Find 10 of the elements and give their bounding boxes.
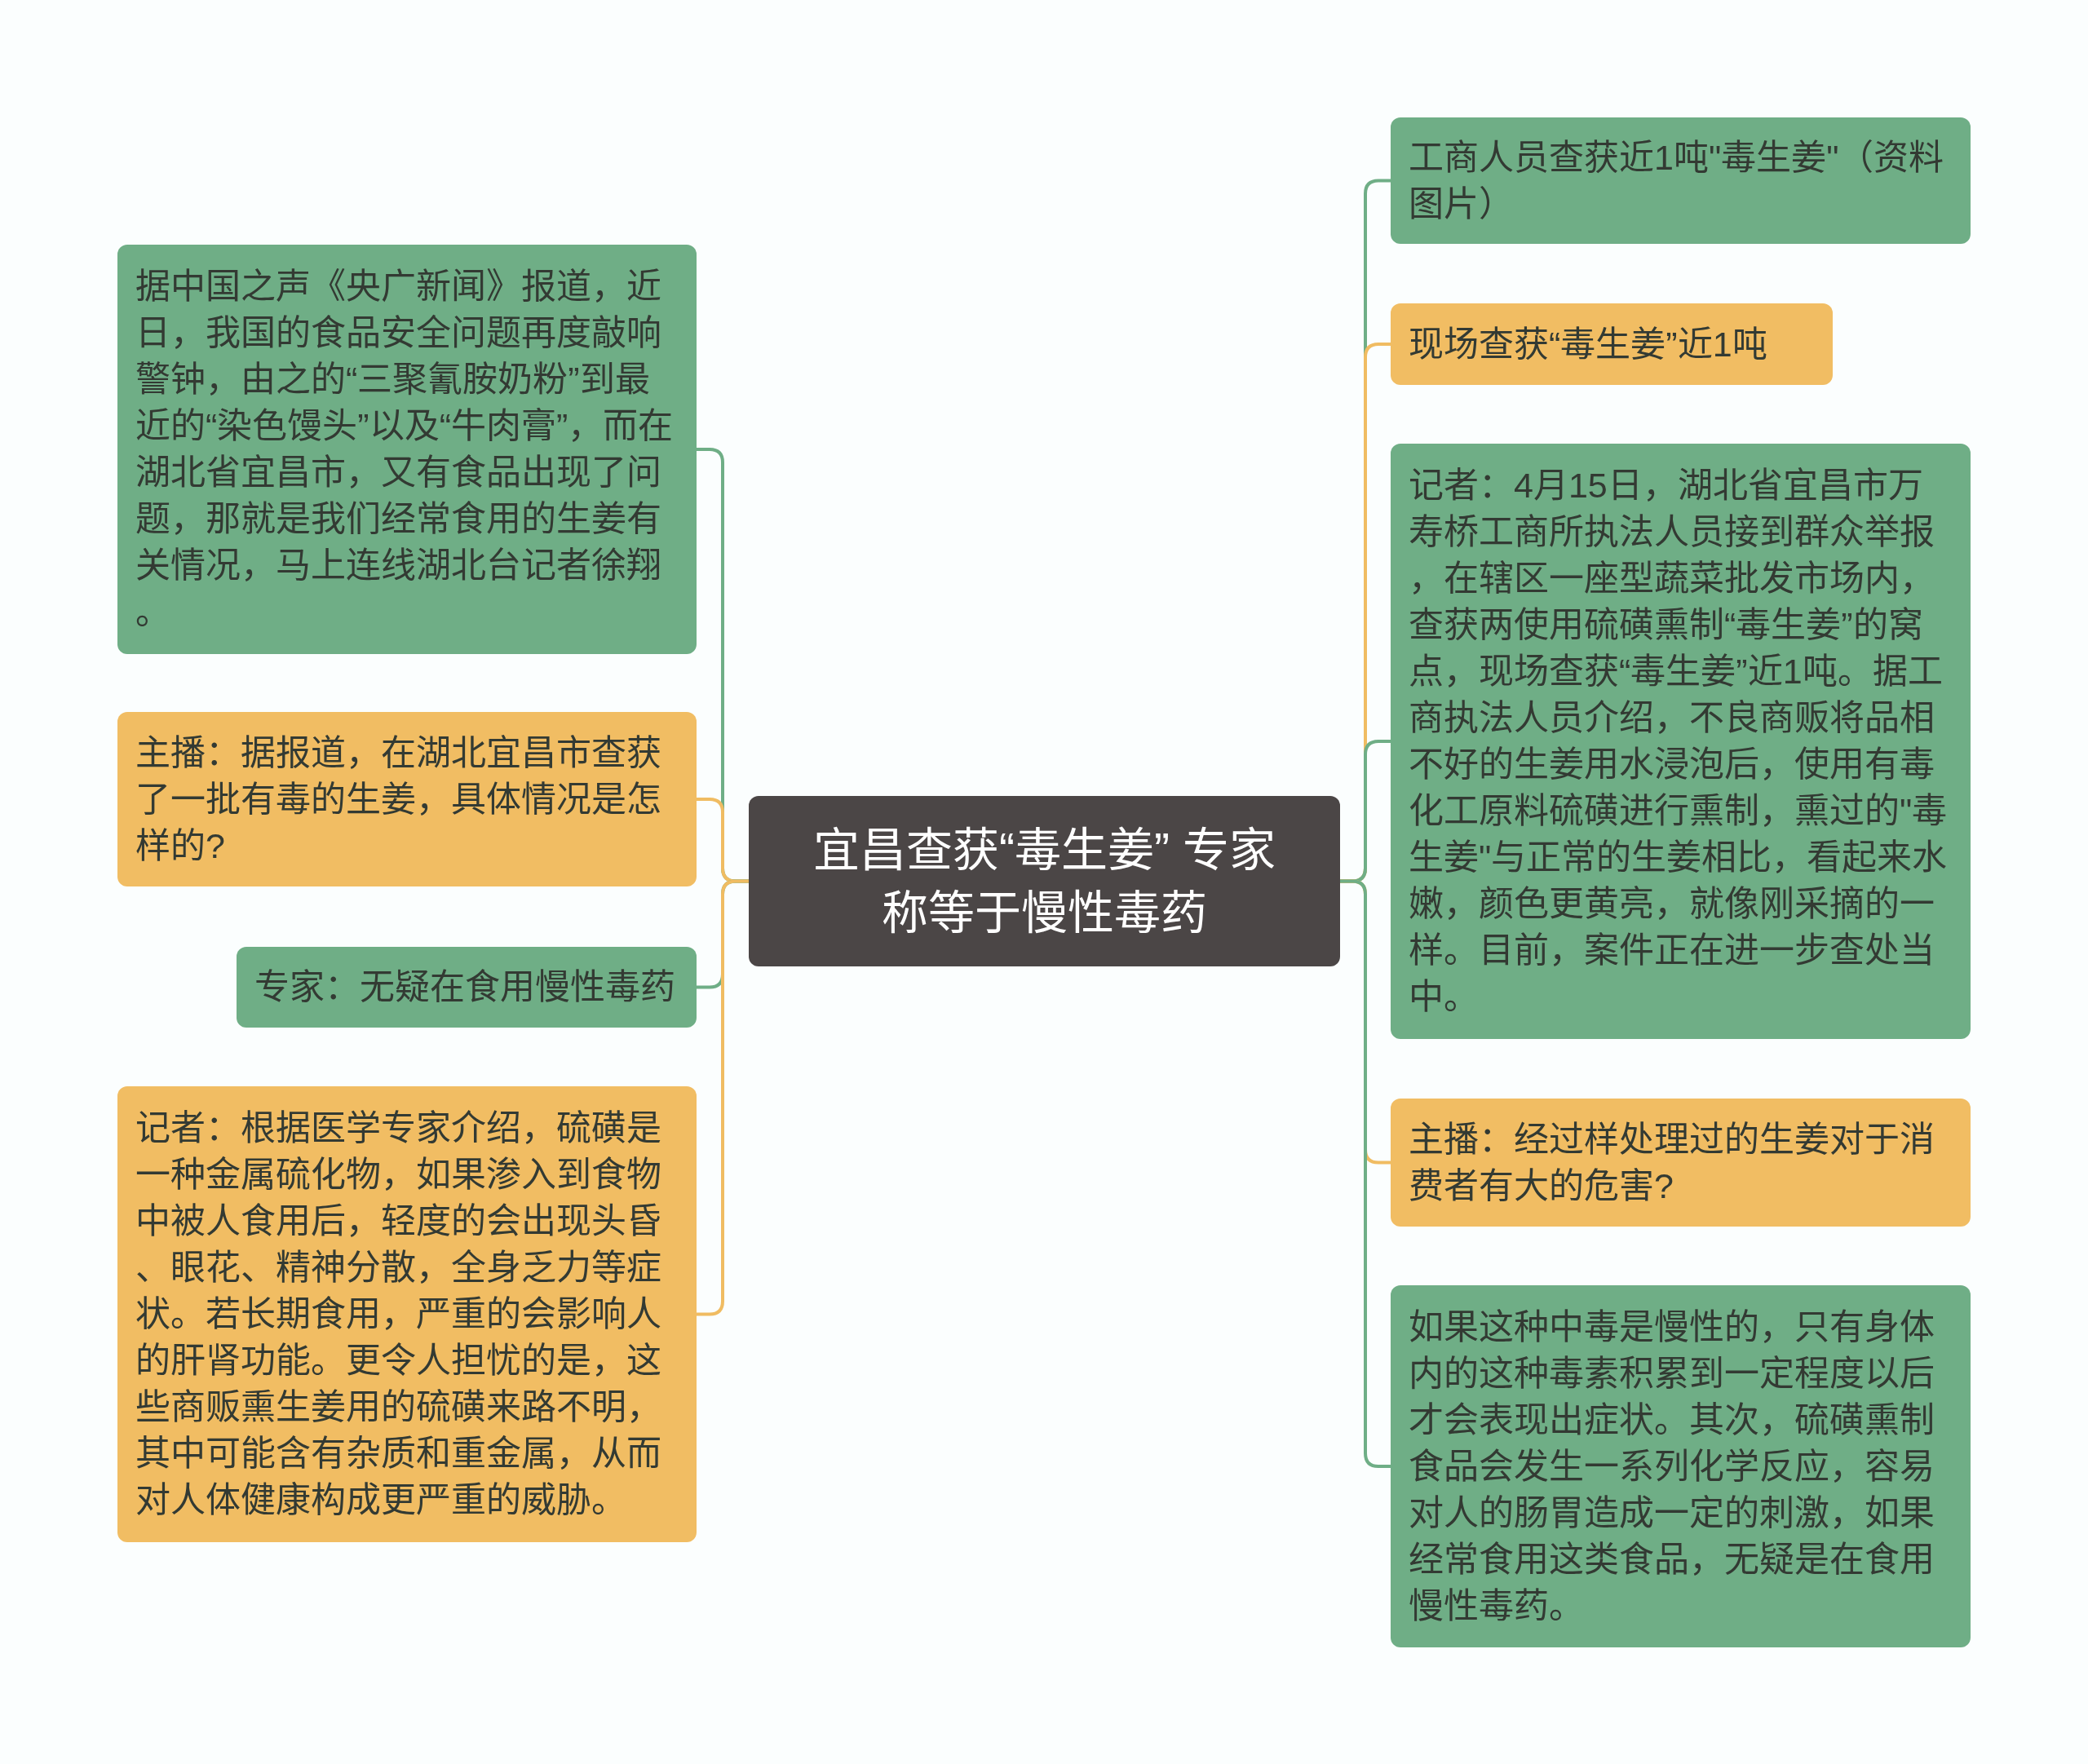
topic-box: 据中国之声《央广新闻》报道，近日，我国的食品安全问题再度敲响警钟，由之的“三聚氰胺奶粉”到最近的“染色馒头”以及“牛肉膏”，而在湖北省宜昌市，又有食品出现了问题，那就是我们经常食用的生姜有关情况，马上连线湖北台记者徐翔。 — [117, 245, 697, 654]
topic-box: 主播：据报道，在湖北宜昌市查获了一批有毒的生姜，具体情况是怎样的? — [117, 712, 697, 886]
topic-box: 记者：根据医学专家介绍，硫磺是一种金属硫化物，如果渗入到食物中被人食用后，轻度的会出现头昏、眼花、精神分散，全身乏力等症状。若长期食用，严重的会影响人的肝肾功能。更令人担忧的是，这些商贩熏生姜用的硫磺来路不明，其中可能含有杂质和重金属，从而对人体健康构成更严重的威胁。 — [117, 1086, 697, 1542]
topic-box: 专家：无疑在食用慢性毒药 — [237, 947, 697, 1028]
topic-box: 主播：经过样处理过的生姜对于消费者有大的危害? — [1391, 1099, 1971, 1227]
topic-box: 现场查获“毒生姜”近1吨 — [1391, 303, 1833, 385]
central-topic-box: 宜昌查获“毒生姜” 专家称等于慢性毒药 — [749, 796, 1340, 966]
topic-box: 工商人员查获近1吨"毒生姜"（资料图片） — [1391, 117, 1971, 244]
topic-box: 记者：4月15日，湖北省宜昌市万寿桥工商所执法人员接到群众举报，在辖区一座型蔬菜批发市场内，查获两使用硫磺熏制“毒生姜”的窝点，现场查获“毒生姜”近1吨。据工商执法人员介绍，不良商贩将品相不好的生姜用水浸泡后，使用有毒化工原料硫磺进行熏制，熏过的"毒生姜"与正常的生姜相比，看起来水嫩，颜色更黄亮，就像刚采摘的一样。目前，案件正在进一步查处当中。 — [1391, 444, 1971, 1039]
topic-box: 如果这种中毒是慢性的，只有身体内的这种毒素积累到一定程度以后才会表现出症状。其次，硫磺熏制食品会发生一系列化学反应，容易对人的肠胃造成一定的刺激，如果经常食用这类食品，无疑是在食用慢性毒药。 — [1391, 1285, 1971, 1647]
